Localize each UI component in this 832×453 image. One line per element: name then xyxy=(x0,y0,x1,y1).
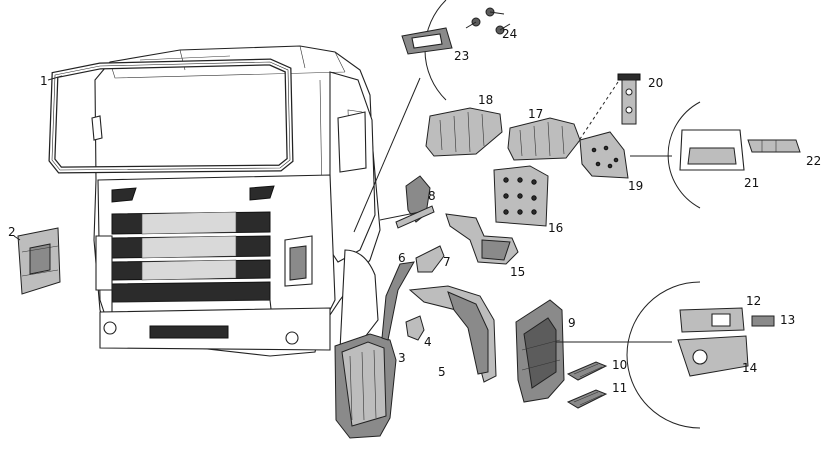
part-1-windscreen-seal xyxy=(48,58,294,174)
callout-24: 24 xyxy=(502,27,517,41)
callout-20: 20 xyxy=(648,76,663,90)
callout-2: 2 xyxy=(8,225,16,239)
callout-17: 17 xyxy=(528,107,543,121)
part-6-arch-trim xyxy=(381,261,415,341)
callout-19: 19 xyxy=(628,179,643,193)
truck-cab xyxy=(91,45,381,357)
part-19-wing-insert xyxy=(579,131,629,179)
part-10-step xyxy=(566,361,608,381)
callout-22: 22 xyxy=(806,154,821,168)
callout-3: 3 xyxy=(398,351,406,365)
part-20-latch xyxy=(577,73,641,143)
callout-8: 8 xyxy=(428,189,436,203)
part-5-wheel-arch-liner xyxy=(408,285,497,383)
grille xyxy=(111,211,273,321)
callout-15: 15 xyxy=(510,265,525,279)
callout-21: 21 xyxy=(744,176,759,190)
part-4-bracket xyxy=(405,315,425,341)
callout-18: 18 xyxy=(478,93,493,107)
part-17-rear-wing xyxy=(507,117,581,161)
callout-4: 4 xyxy=(424,335,432,349)
callout-14: 14 xyxy=(742,361,757,375)
callout-5: 5 xyxy=(438,365,446,379)
callout-9: 9 xyxy=(568,316,576,330)
part-3-mudguard xyxy=(334,333,397,439)
callout-12: 12 xyxy=(746,294,761,308)
part-21-22-detail xyxy=(630,101,801,209)
part-16-mud-flap xyxy=(493,165,549,227)
part-23-24-detail xyxy=(353,0,511,233)
callout-13: 13 xyxy=(780,313,795,327)
part-9-step-panel xyxy=(515,299,565,403)
part-18-wing-section xyxy=(425,107,503,157)
part-7-corner-bracket xyxy=(415,245,445,273)
part-15-mirror-bracket xyxy=(445,213,519,265)
part-11-step xyxy=(566,389,608,409)
callout-7: 7 xyxy=(443,255,451,269)
callout-23: 23 xyxy=(454,49,469,63)
part-2-side-panel xyxy=(17,227,61,295)
callout-1: 1 xyxy=(40,74,48,88)
callout-16: 16 xyxy=(548,221,563,235)
callout-6: 6 xyxy=(398,251,406,265)
callout-11: 11 xyxy=(612,381,627,395)
part-12-13-14-detail xyxy=(556,281,775,429)
part-8-step-bracket xyxy=(379,175,435,229)
callout-10: 10 xyxy=(612,358,627,372)
